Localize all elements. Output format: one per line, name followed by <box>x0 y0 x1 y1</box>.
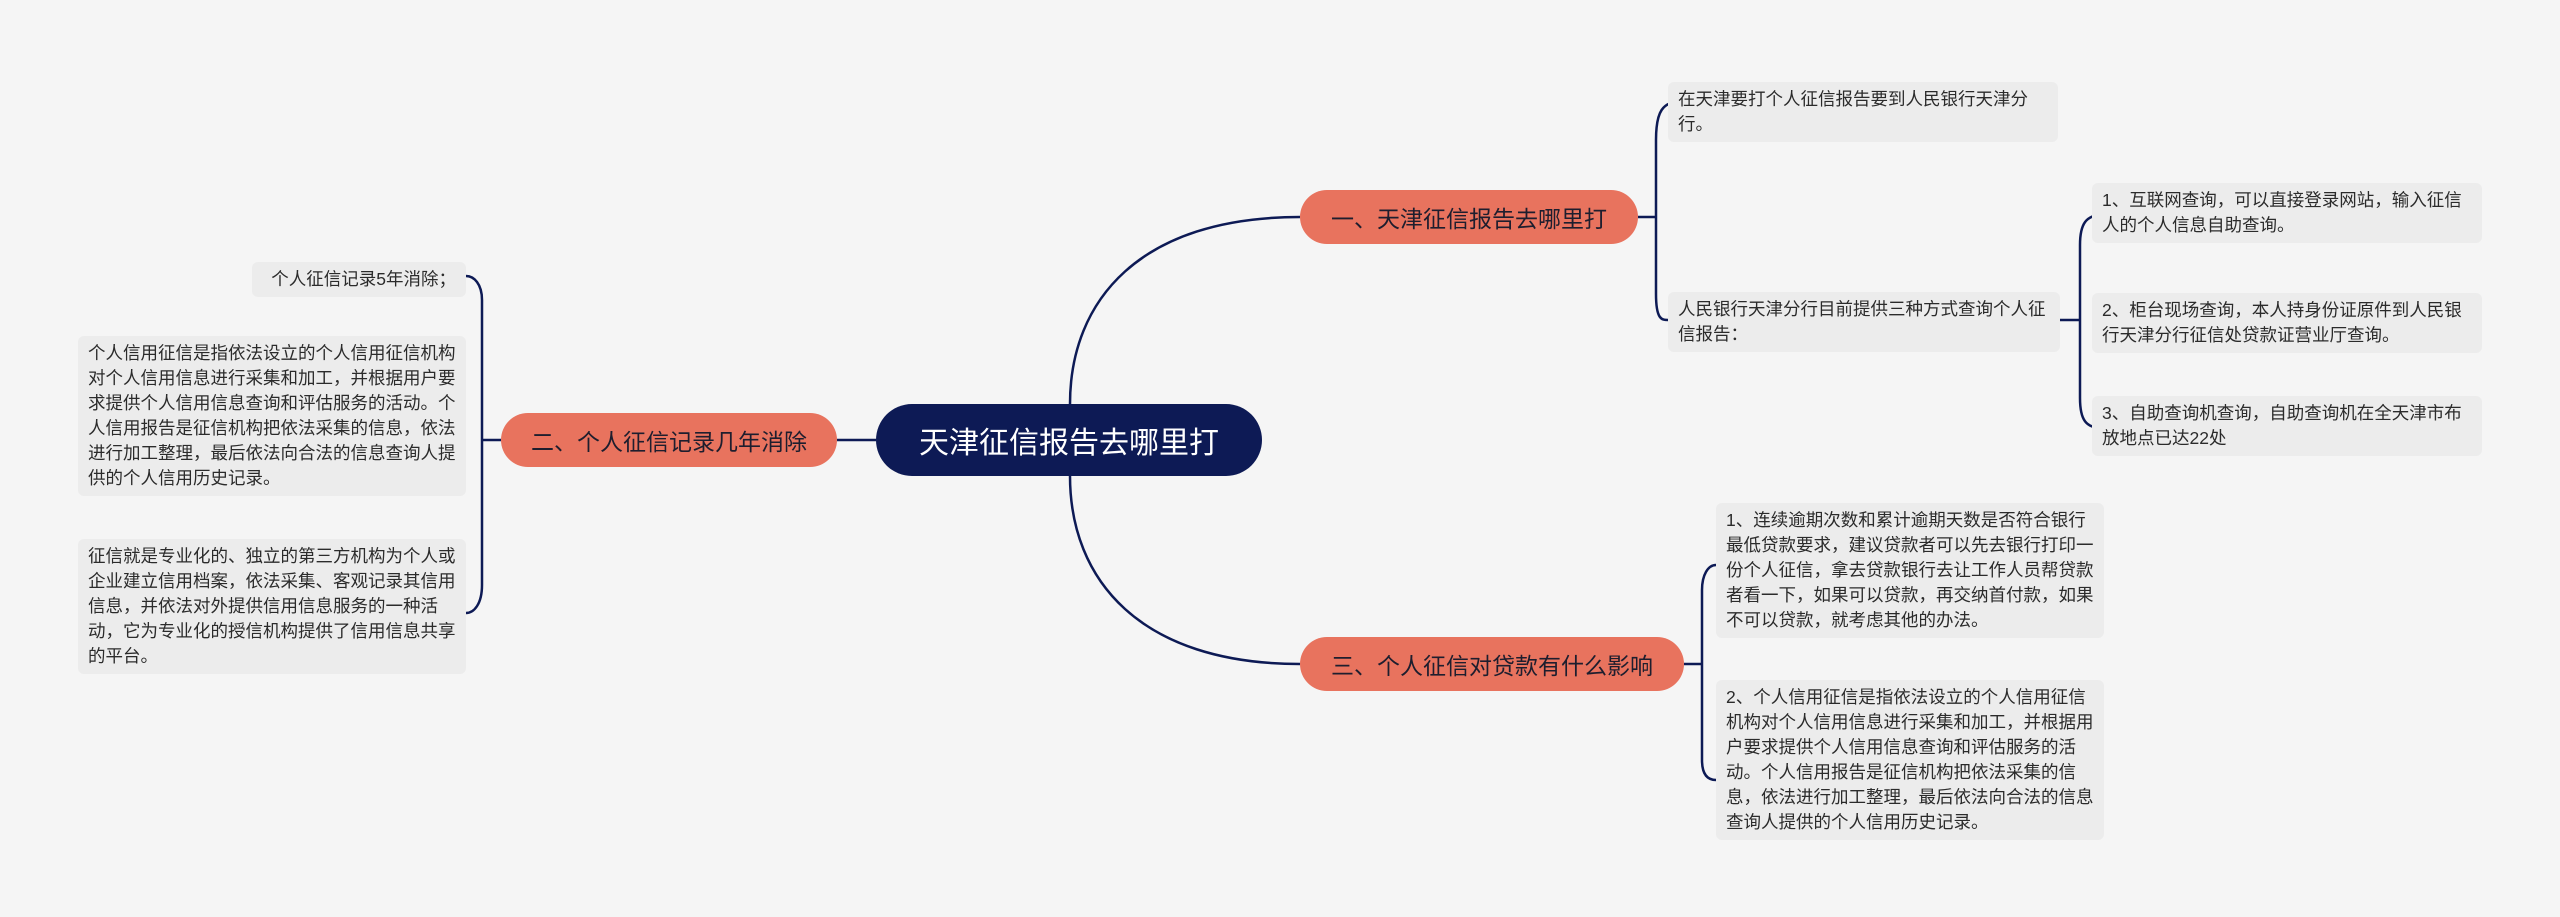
leaf-kiosk-query[interactable]: 3、自助查询机查询，自助查询机在全天津市布放地点已达22处 <box>2092 396 2482 456</box>
branch-topic-where-to-print[interactable]: 一、天津征信报告去哪里打 <box>1300 190 1638 244</box>
leaf-tianjin-branch[interactable]: 在天津要打个人征信报告要到人民银行天津分行。 <box>1668 82 2058 142</box>
leaf-counter-query[interactable]: 2、柜台现场查询，本人持身份证原件到人民银行天津分行征信处贷款证营业厅查询。 <box>2092 293 2482 353</box>
leaf-five-years[interactable]: 个人征信记录5年消除； <box>252 262 466 297</box>
branch-topic-record-years[interactable]: 二、个人征信记录几年消除 <box>501 413 837 467</box>
branch-topic-loan-impact[interactable]: 三、个人征信对贷款有什么影响 <box>1300 637 1684 691</box>
leaf-credit-definition-repeat[interactable]: 2、个人信用征信是指依法设立的个人信用征信机构对个人信用信息进行采集和加工，并根… <box>1716 680 2104 840</box>
connector-branch3-children <box>1684 563 1717 782</box>
connector-root-branch1 <box>1068 215 1301 405</box>
leaf-personal-credit-definition[interactable]: 个人信用征信是指依法设立的个人信用征信机构对个人信用信息进行采集和加工，并根据用… <box>78 336 466 496</box>
leaf-overdue-requirements[interactable]: 1、连续逾期次数和累计逾期天数是否符合银行最低贷款要求，建议贷款者可以先去银行打… <box>1716 503 2104 638</box>
connector-branch2-children <box>465 274 501 615</box>
leaf-credit-reporting-definition[interactable]: 征信就是专业化的、独立的第三方机构为个人或企业建立信用档案，依法采集、客观记录其… <box>78 539 466 674</box>
connector-leaf1b-children <box>2060 213 2103 430</box>
connector-branch1-children <box>1638 99 1684 322</box>
leaf-three-methods[interactable]: 人民银行天津分行目前提供三种方式查询个人征信报告： <box>1668 292 2060 352</box>
connector-root-branch3 <box>1068 475 1301 666</box>
root-topic[interactable]: 天津征信报告去哪里打 <box>876 404 1262 476</box>
leaf-internet-query[interactable]: 1、互联网查询，可以直接登录网站，输入征信人的个人信息自助查询。 <box>2092 183 2482 243</box>
